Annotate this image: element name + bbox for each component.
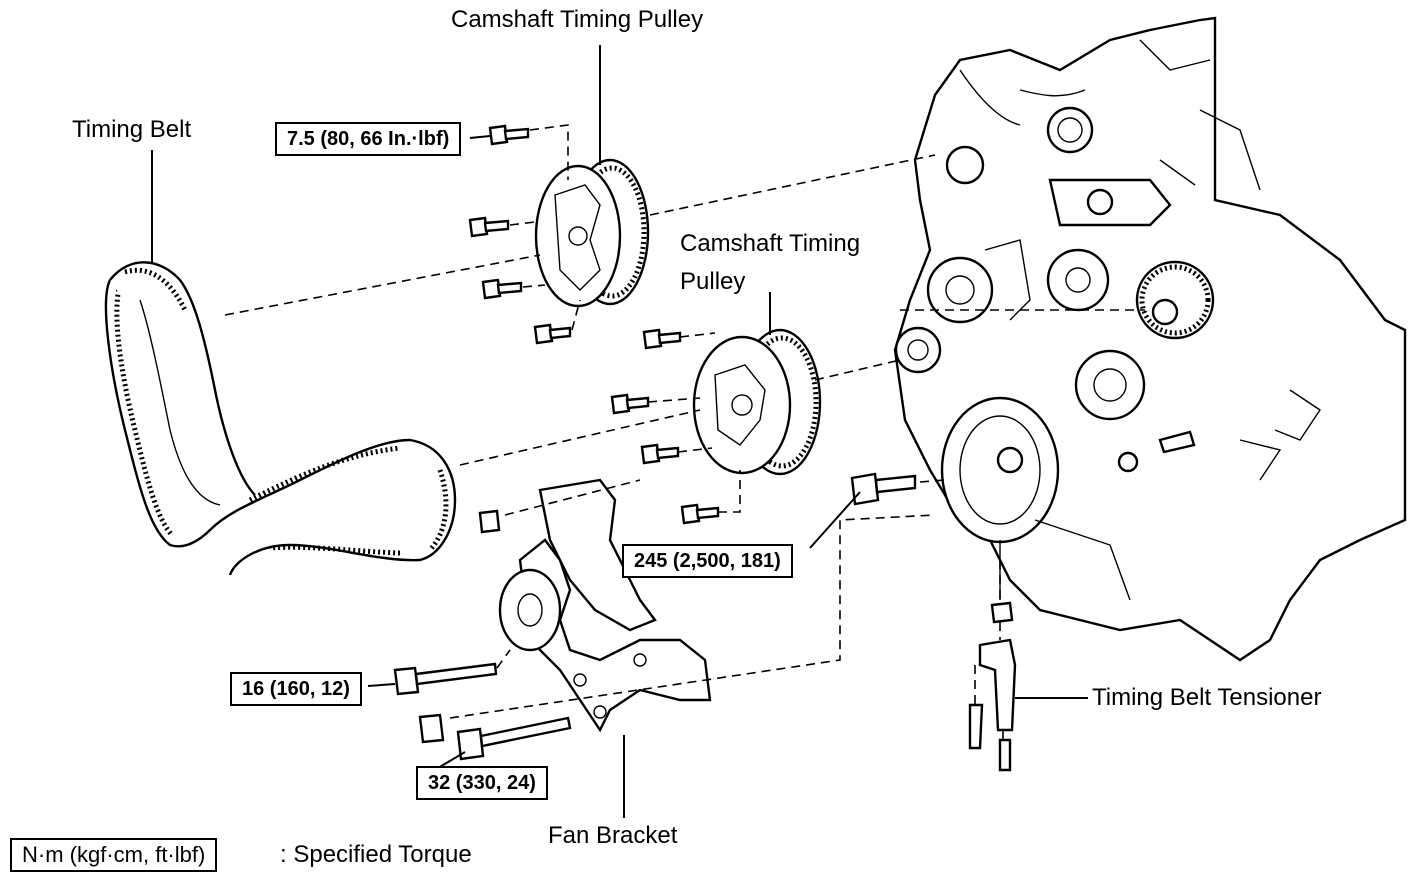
torque-box-pulley-bolt: 7.5 (80, 66 In.·lbf) xyxy=(275,122,462,156)
torque-box-bracket-nut: 32 (330, 24) xyxy=(416,766,548,800)
timing-belt-label: Timing Belt xyxy=(72,116,192,143)
fan-bracket-label: Fan Bracket xyxy=(548,822,678,849)
torque-box-crank-bolt: 245 (2,500, 181) xyxy=(622,544,793,578)
leader-lines xyxy=(151,45,1088,818)
timing-belt-tensioner-label: Timing Belt Tensioner xyxy=(1092,684,1322,711)
timing-belt xyxy=(104,261,457,576)
timing-belt-tensioner xyxy=(968,601,1017,772)
camshaft-timing-pulley-1 xyxy=(534,158,650,308)
legend-text: : Specified Torque xyxy=(280,841,472,868)
legend-unit-box: N·m (kgf·cm, ft·lbf) xyxy=(10,838,218,873)
engine-block xyxy=(893,16,1407,662)
alignment-lines xyxy=(224,124,1145,740)
fan-bracket xyxy=(498,478,712,733)
camshaft-timing-pulley-label-2b: Pulley xyxy=(680,268,746,295)
bolts xyxy=(393,124,917,761)
torque-box-bracket-bolt: 16 (160, 12) xyxy=(230,672,362,706)
camshaft-timing-pulley-label-2a: Camshaft Timing xyxy=(680,230,861,257)
camshaft-timing-pulley-label-1: Camshaft Timing Pulley xyxy=(451,6,704,33)
camshaft-timing-pulley-2 xyxy=(692,328,822,476)
